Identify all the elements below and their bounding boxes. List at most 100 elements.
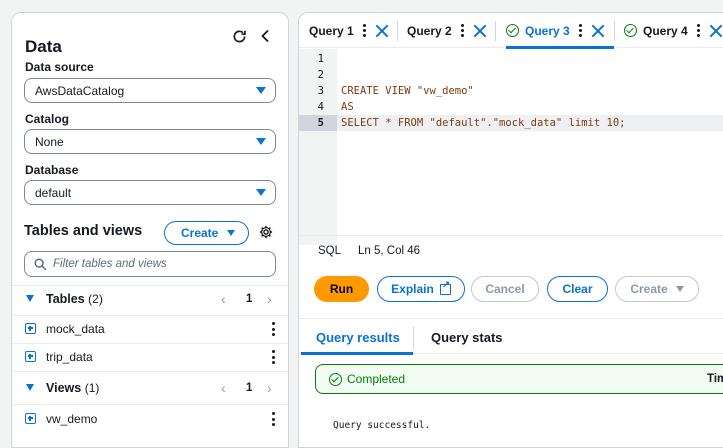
database-value: default	[35, 185, 72, 200]
result-message: Query successful.	[333, 420, 431, 431]
more-actions-icon[interactable]	[268, 321, 278, 337]
views-label-text: Views	[46, 381, 82, 395]
caret-down-icon	[675, 286, 684, 292]
line-number-gutter	[299, 49, 337, 245]
expand-plus-icon[interactable]	[25, 413, 36, 424]
divider	[397, 21, 398, 41]
close-icon[interactable]	[591, 24, 605, 38]
catalog-select[interactable]: None	[24, 129, 276, 154]
expand-plus-icon[interactable]	[25, 351, 36, 362]
next-page-icon[interactable]: ›	[267, 291, 272, 307]
tab-label[interactable]: Query 3	[525, 23, 570, 38]
tab-label[interactable]: Query 1	[309, 23, 354, 38]
tab-query-stats[interactable]: Query stats	[431, 330, 503, 345]
check-circle-icon	[624, 24, 637, 37]
code-line[interactable]: AS	[341, 101, 354, 113]
catalog-value: None	[35, 134, 64, 149]
sql-editor[interactable]: 1 2 3 4 5 CREATE VIEW "vw_demo" AS SELEC…	[299, 49, 723, 245]
divider	[12, 371, 288, 372]
line-number: 3	[317, 85, 324, 97]
caret-down-icon	[256, 189, 266, 196]
close-icon[interactable]	[473, 24, 487, 38]
search-icon	[34, 258, 47, 276]
data-source-value: AwsDataCatalog	[35, 83, 125, 98]
time-label: Tim	[707, 373, 723, 385]
collapse-panel-icon[interactable]	[256, 27, 274, 45]
tab-menu-icon[interactable]	[578, 24, 583, 37]
clear-button[interactable]: Clear	[547, 276, 608, 302]
tab-query-3[interactable]: Query 3	[506, 13, 614, 49]
next-page-icon[interactable]: ›	[267, 380, 272, 396]
line-number: 4	[317, 101, 324, 113]
explain-button[interactable]: Explain	[377, 276, 465, 302]
close-icon[interactable]	[375, 24, 389, 38]
prev-page-icon[interactable]: ‹	[221, 380, 226, 396]
table-item-mock-data[interactable]: mock_data	[12, 315, 288, 343]
status-text: Completed	[347, 372, 406, 386]
filter-tables-input[interactable]	[53, 256, 268, 272]
settings-gear-icon[interactable]	[258, 224, 274, 240]
catalog-label: Catalog	[25, 112, 70, 126]
active-tab-indicator	[506, 46, 614, 49]
tab-label[interactable]: Query 4	[643, 23, 688, 38]
panel-title: Data	[25, 37, 62, 56]
tab-query-results[interactable]: Query results	[316, 330, 400, 345]
divider	[614, 21, 615, 41]
tables-count: (2)	[88, 292, 103, 306]
line-number: 1	[317, 53, 324, 65]
views-group-label: Views (1)	[46, 381, 99, 395]
views-page-number[interactable]: 1	[246, 382, 253, 394]
database-label: Database	[25, 163, 79, 177]
table-name[interactable]: trip_data	[46, 350, 93, 364]
divider	[12, 315, 288, 316]
create-button-label: Create	[181, 226, 219, 240]
more-actions-icon[interactable]	[268, 411, 278, 427]
check-circle-icon	[506, 24, 519, 37]
table-item-trip-data[interactable]: trip_data	[12, 343, 288, 371]
code-line[interactable]: CREATE VIEW "vw_demo"	[341, 85, 474, 97]
query-status-banner: Completed Tim	[315, 364, 723, 394]
external-link-icon	[439, 280, 451, 295]
close-icon[interactable]	[709, 24, 723, 38]
create-label: Create	[630, 282, 668, 296]
tables-group-header[interactable]: Tables (2) ‹ 1 ›	[12, 285, 288, 313]
data-source-select[interactable]: AwsDataCatalog	[24, 78, 276, 103]
tab-query-4[interactable]: Query 4	[624, 13, 723, 48]
tab-query-1[interactable]: Query 1	[309, 13, 389, 48]
divider	[12, 404, 288, 405]
cancel-button[interactable]: Cancel	[471, 276, 539, 302]
view-item-vw-demo[interactable]: vw_demo	[12, 405, 288, 433]
table-name[interactable]: mock_data	[46, 322, 105, 336]
create-table-button[interactable]: Create	[164, 221, 249, 245]
more-actions-icon[interactable]	[268, 349, 278, 365]
tab-menu-icon[interactable]	[460, 24, 465, 37]
language-indicator: SQL	[318, 245, 342, 257]
editor-status-bar: SQL Ln 5, Col 46	[299, 235, 723, 265]
divider	[12, 343, 288, 344]
view-name[interactable]: vw_demo	[46, 412, 98, 426]
code-line-current[interactable]: SELECT * FROM "default"."mock_data" limi…	[337, 115, 723, 131]
prev-page-icon[interactable]: ‹	[221, 291, 226, 307]
database-select[interactable]: default	[24, 180, 276, 205]
refresh-icon[interactable]	[230, 27, 248, 45]
query-editor-panel: Query 1 Query 2 Query 3 Query 4 1 2	[298, 12, 723, 448]
divider	[495, 21, 496, 41]
filter-tables-field[interactable]	[24, 251, 276, 277]
tab-menu-icon[interactable]	[362, 24, 367, 37]
run-button[interactable]: Run	[314, 276, 369, 302]
tab-query-2[interactable]: Query 2	[407, 13, 487, 48]
query-tab-bar: Query 1 Query 2 Query 3 Query 4	[299, 13, 723, 49]
line-number-current: 5	[299, 115, 337, 131]
tab-menu-icon[interactable]	[696, 24, 701, 37]
tables-page-number[interactable]: 1	[246, 293, 253, 305]
caret-down-icon[interactable]	[26, 384, 34, 391]
caret-down-icon[interactable]	[26, 295, 34, 302]
success-check-icon	[329, 373, 342, 386]
create-button[interactable]: Create	[615, 276, 699, 302]
explain-label: Explain	[391, 282, 434, 296]
tables-group-label: Tables (2)	[46, 292, 103, 306]
views-group-header[interactable]: Views (1) ‹ 1 ›	[12, 374, 288, 402]
expand-plus-icon[interactable]	[25, 323, 36, 334]
tab-label[interactable]: Query 2	[407, 23, 452, 38]
active-tab-indicator	[301, 352, 413, 355]
